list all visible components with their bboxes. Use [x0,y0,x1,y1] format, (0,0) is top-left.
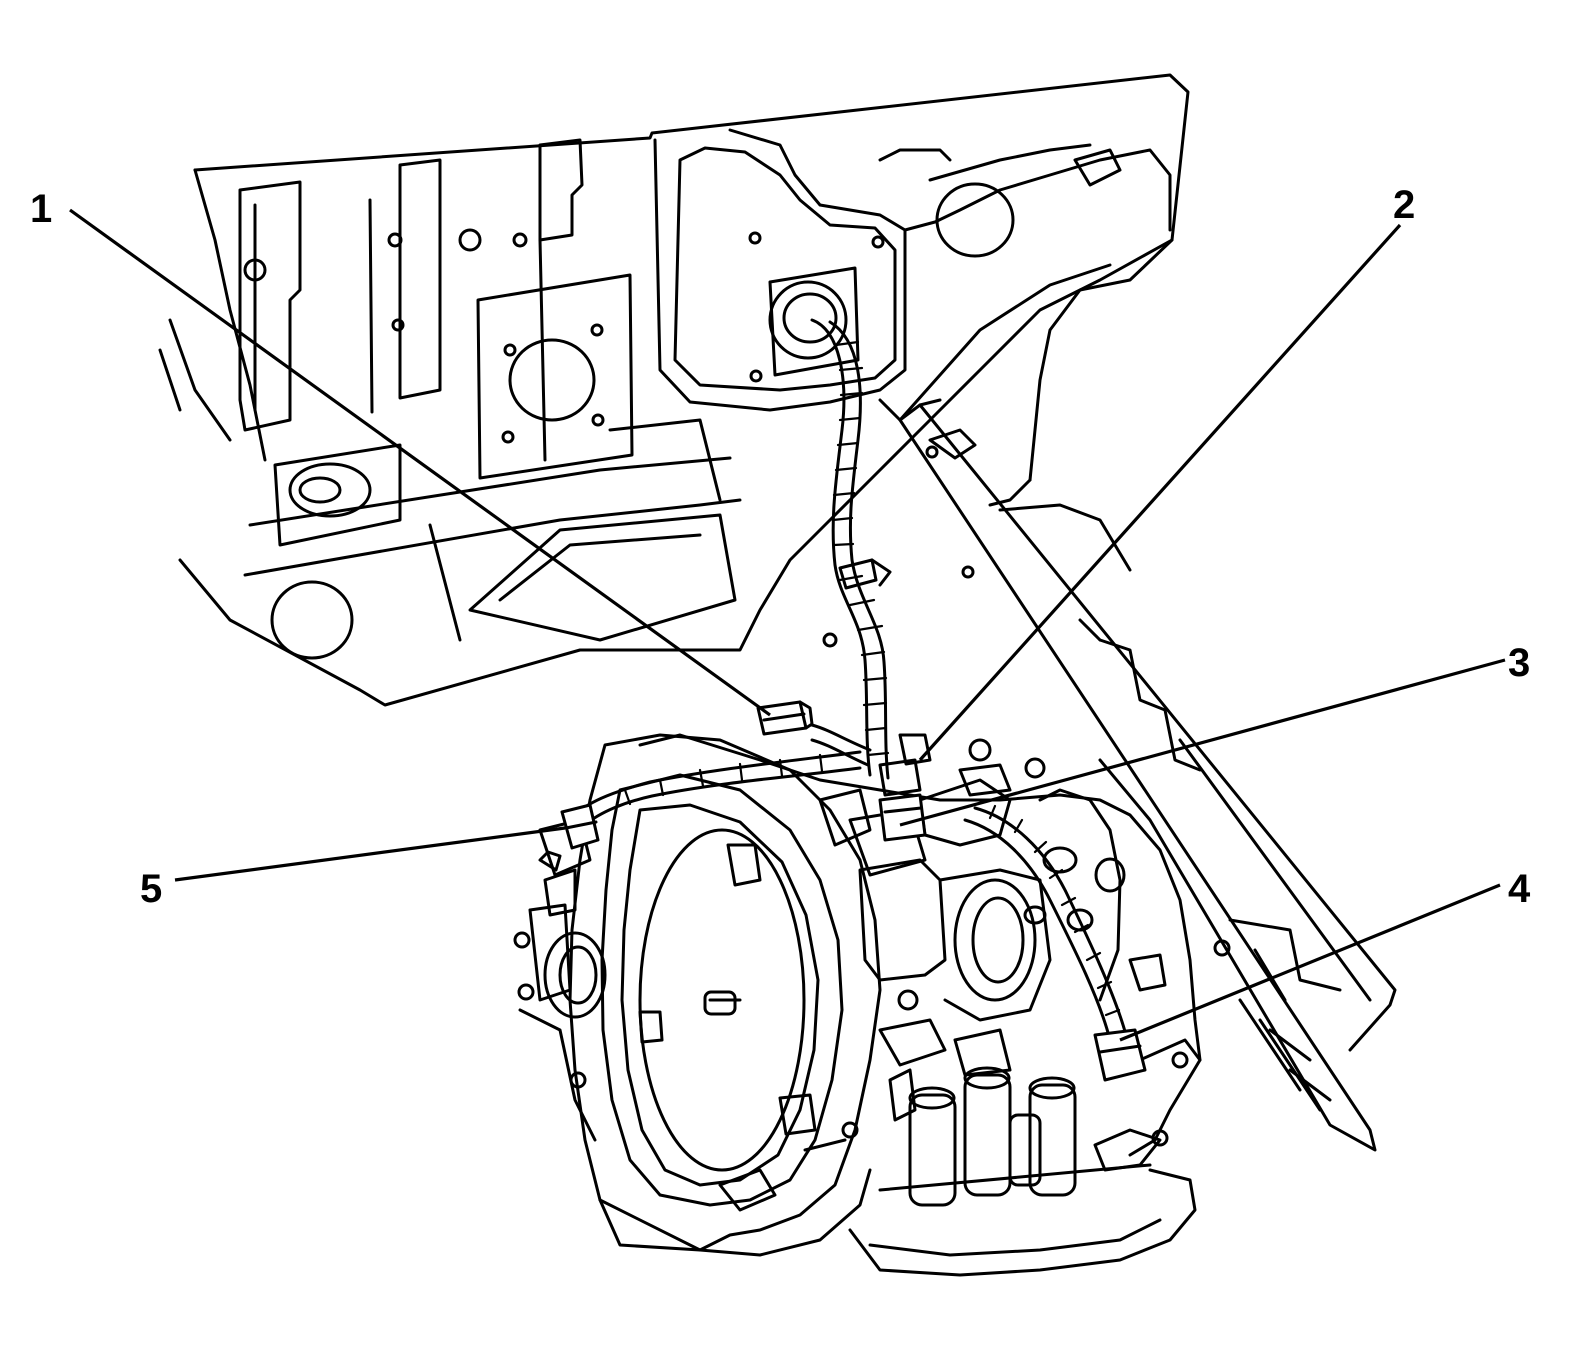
connector-5 [560,803,600,850]
wiring-harness [573,318,1128,1042]
callout-2: 2 [1393,183,1415,227]
callout-5: 5 [140,867,162,911]
leader-line-1 [69,208,771,717]
callout-3: 3 [1508,641,1530,685]
connector-4 [1093,1028,1147,1082]
callout-labels: 1 2 3 4 5 [30,183,1531,911]
leader-line-4 [1119,883,1501,1042]
connector-1 [756,700,814,736]
leader-line-3 [899,658,1506,827]
leader-line-5 [174,826,566,882]
callout-4: 4 [1508,867,1531,911]
callout-1: 1 [30,187,52,231]
connector-3 [878,793,927,842]
transmission-assembly [513,733,1202,1277]
callout-leaders [69,208,1506,1042]
frame-rail [822,398,1397,1152]
leader-line-2 [918,223,1402,762]
underbody-floor-pan [158,73,1190,707]
